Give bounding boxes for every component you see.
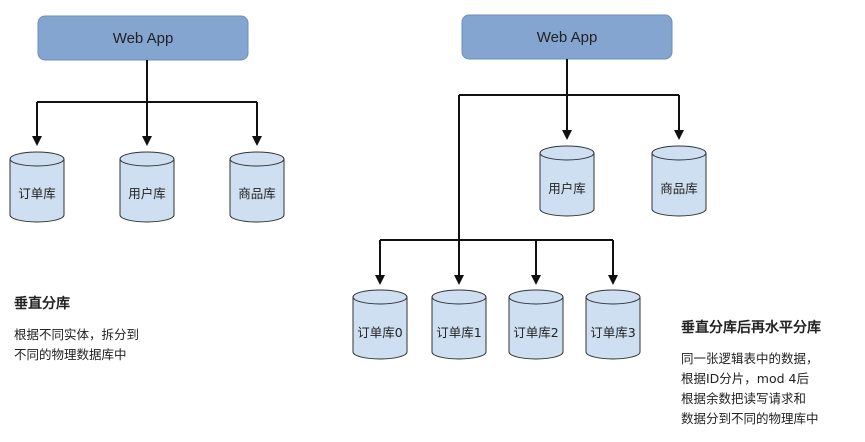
right-caption-line: 根据余数把读写请求和 [681, 391, 807, 406]
db-label-order-shard: 订单库3 [590, 325, 635, 340]
db-cylinder: 订单库3 [585, 289, 641, 360]
left-diagram: Web App 订单库 用户库 商品库 [9, 15, 285, 223]
left-caption: 垂直分库 根据不同实体，拆分到 不同的物理数据库中 [14, 293, 139, 365]
db-cylinder: 商品库 [651, 145, 707, 217]
db-label-order-shard: 订单库1 [436, 325, 481, 340]
db-cylinder: 用户库 [539, 145, 595, 217]
db-cylinder: 商品库 [229, 151, 285, 223]
right-caption-line: 数据分到不同的物理库中 [681, 411, 819, 426]
right-diagram: Web App 用户库 商品库 订单库0 [352, 14, 707, 360]
db-label-order: 订单库 [18, 186, 56, 201]
right-connectors [375, 59, 684, 285]
db-cylinder: 订单库2 [508, 289, 564, 360]
right-webapp-label: Web App [537, 29, 598, 46]
db-label-order-shard: 订单库0 [357, 325, 403, 340]
left-caption-line: 根据不同实体，拆分到 [14, 327, 140, 342]
db-label-order-shard: 订单库2 [513, 325, 558, 340]
db-label-product: 商品库 [660, 181, 698, 196]
left-webapp-box: Web App [37, 15, 249, 61]
right-caption-title: 垂直分库后再水平分库 [681, 320, 821, 336]
db-label-product: 商品库 [238, 186, 276, 201]
right-caption-line: 根据ID分片，mod 4后 [681, 371, 809, 386]
db-cylinder: 订单库0 [352, 289, 408, 360]
db-label-user: 用户库 [128, 186, 166, 201]
left-webapp-label: Web App [113, 30, 174, 47]
left-caption-title: 垂直分库 [14, 296, 70, 312]
right-webapp-box: Web App [461, 14, 673, 60]
left-connectors [32, 60, 262, 146]
db-cylinder: 订单库 [9, 151, 65, 223]
db-cylinder: 订单库1 [431, 289, 487, 360]
left-caption-line: 不同的物理数据库中 [14, 347, 127, 362]
db-label-user: 用户库 [548, 181, 586, 196]
db-cylinder: 用户库 [119, 151, 175, 223]
right-caption-line: 同一张逻辑表中的数据， [681, 351, 819, 366]
right-caption: 垂直分库后再水平分库 同一张逻辑表中的数据， 根据ID分片，mod 4后 根据余… [681, 317, 821, 429]
